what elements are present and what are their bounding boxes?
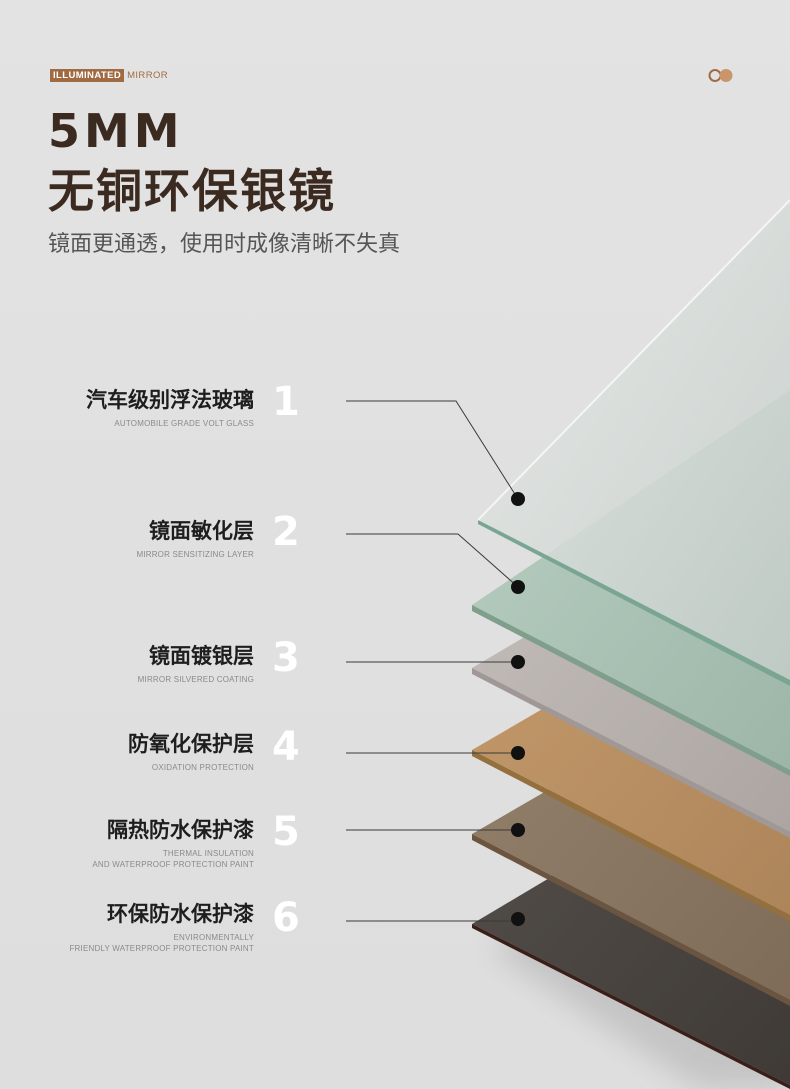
layer-3-name: 镜面镀银层	[149, 644, 254, 668]
brand-tagline: ILLUMINATED MIRROR	[50, 69, 168, 82]
leader-dot-4	[511, 746, 525, 760]
page-subtitle: 镜面更通透，使用时成像清晰不失真	[48, 232, 401, 257]
brand-tag: ILLUMINATED	[50, 69, 125, 82]
layer-2-desc-line-1: MIRROR SENSITIZING LAYER	[136, 550, 254, 559]
two-rings-icon	[708, 69, 733, 82]
layer-5-edge	[472, 834, 790, 1006]
leader-dot-5	[511, 823, 525, 837]
layer-1-label: 汽车级别浮法玻璃 AUTOMOBILE GRADE VOLT GLASS	[86, 386, 254, 429]
layer-2-name: 镜面敏化层	[149, 519, 254, 543]
layer-3-number: 3	[272, 635, 300, 681]
layer-4-name: 防氧化保护层	[128, 732, 254, 756]
leader-2	[346, 533, 519, 588]
layer-1-name: 汽车级别浮法玻璃	[86, 388, 254, 412]
leader-dot-3	[511, 655, 525, 669]
layer-1-highlight	[477, 199, 790, 521]
leader-dot-6	[511, 912, 525, 926]
layer-3-label: 镜面镀银层 MIRROR SILVERED COATING	[138, 642, 254, 685]
layer-6-edge	[472, 924, 790, 1089]
leader-dot-1	[511, 492, 525, 506]
layer-2-label: 镜面敏化层 MIRROR SENSITIZING LAYER	[136, 517, 254, 560]
layer-1-edge	[478, 520, 790, 686]
page-title-en: 5MM	[48, 104, 184, 158]
layer-6-desc-line-2: FRIENDLY WATERPROOF PROTECTION PAINT	[69, 944, 254, 953]
layer-2-edge	[472, 605, 790, 776]
layer-3-edge	[472, 668, 790, 838]
leader-1	[346, 400, 519, 500]
layer-6-number: 6	[272, 895, 300, 941]
layer-1-desc-line-1: AUTOMOBILE GRADE VOLT GLASS	[114, 419, 254, 428]
layer-5-name: 隔热防水保护漆	[107, 818, 254, 842]
layer-6-desc-line-1: ENVIRONMENTALLY	[173, 933, 254, 942]
layer-1-number: 1	[272, 379, 300, 425]
layer-4-desc-line-1: OXIDATION PROTECTION	[151, 763, 254, 772]
layer-3-desc-line-1: MIRROR SILVERED COATING	[137, 675, 254, 684]
layer-5-desc-line-1: THERMAL INSULATION	[162, 849, 254, 858]
brand-tag-rest: MIRROR	[127, 70, 169, 81]
layer-5-label: 隔热防水保护漆 THERMAL INSULATION AND WATERPROO…	[92, 816, 254, 870]
layer-6-name: 环保防水保护漆	[107, 902, 254, 926]
page-title-cn: 无铜环保银镜	[48, 164, 336, 218]
layer-4-edge	[472, 750, 790, 921]
layer-5-desc-line-2: AND WATERPROOF PROTECTION PAINT	[92, 860, 254, 869]
layer-6-label: 环保防水保护漆 ENVIRONMENTALLY FRIENDLY WATERPR…	[69, 900, 254, 954]
layer-5-number: 5	[272, 809, 300, 855]
layer-2-number: 2	[272, 509, 300, 555]
layer-4-number: 4	[272, 724, 300, 770]
layer-4-label: 防氧化保护层 OXIDATION PROTECTION	[128, 730, 254, 773]
leader-dot-2	[511, 580, 525, 594]
